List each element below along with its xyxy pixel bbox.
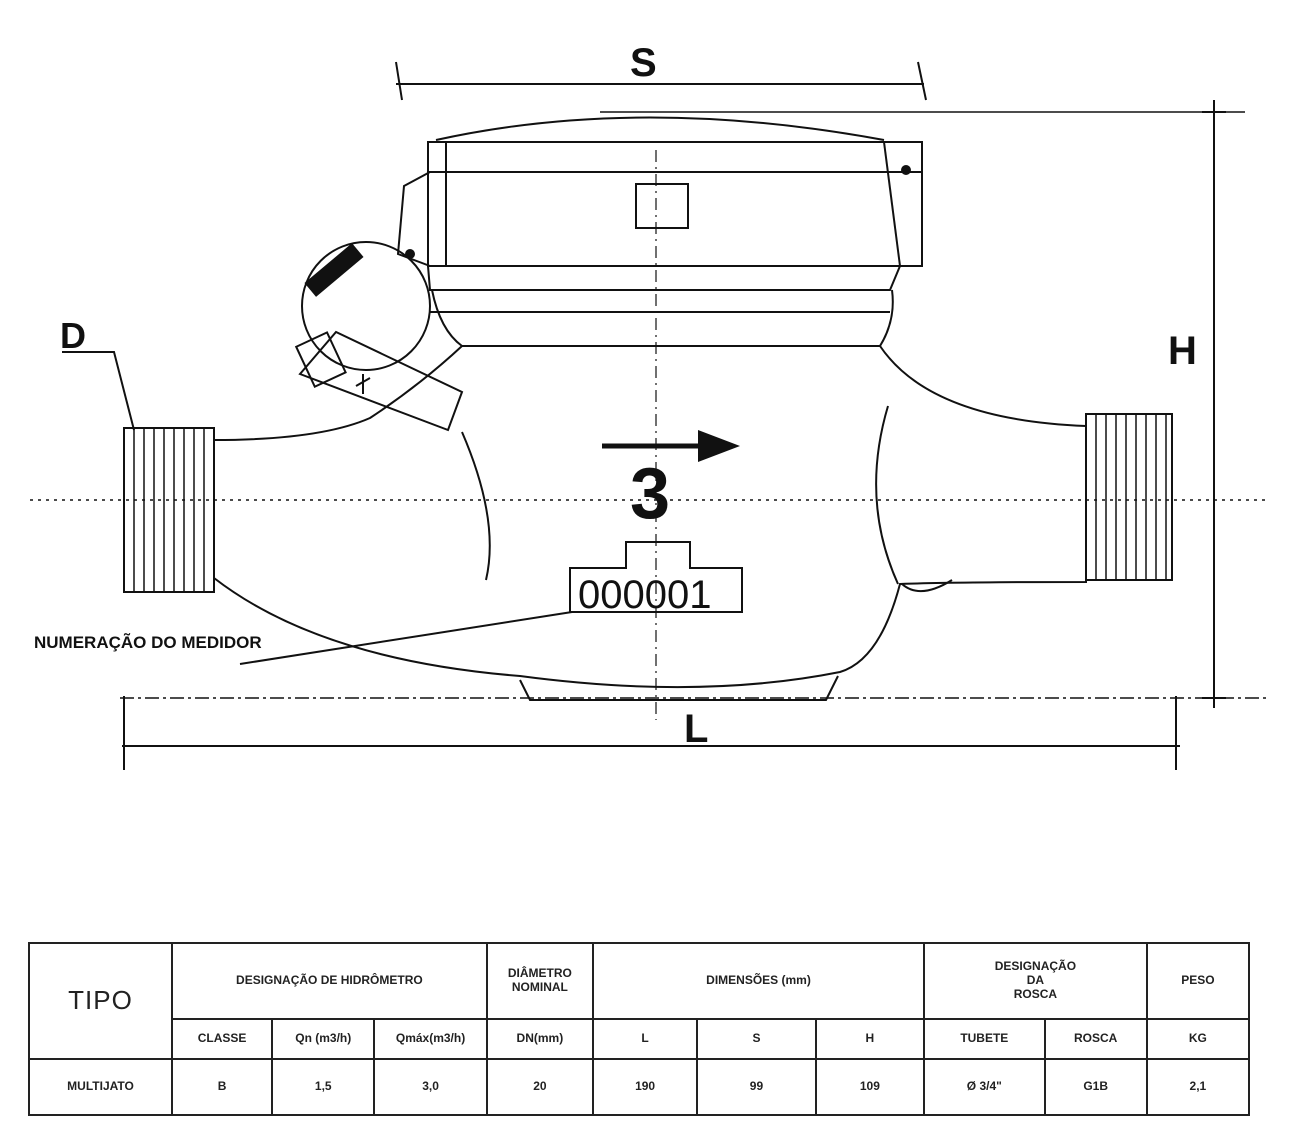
dn-header: DN(mm) [485,1018,595,1060]
designacao-hidrometro-header: DESIGNAÇÃO DE HIDRÔMETRO [171,942,488,1020]
kg-cell: 2,1 [1145,1058,1251,1116]
tipo-cell: MULTIJATO [27,1058,174,1116]
register-window [635,183,689,229]
rosca-cell: G1B [1043,1058,1148,1116]
rosca-header: ROSCA [1043,1018,1148,1060]
diametro-nominal-header: DIÂMETRO NOMINAL [485,942,595,1020]
dn-cell: 20 [485,1058,595,1116]
h-header: H [814,1018,926,1060]
register-housing [427,141,923,267]
s-cell: 99 [696,1058,817,1116]
l-header: L [591,1018,699,1060]
dimensoes-header: DIMENSÕES (mm) [591,942,926,1020]
tubete-header: TUBETE [923,1018,1046,1060]
outlet-thread [1085,413,1173,581]
s-label: S [630,41,657,85]
qn-header: Qn (m3/h) [271,1018,376,1060]
l-cell: 190 [591,1058,699,1116]
d-label: D [60,315,86,356]
kg-header: KG [1145,1018,1251,1060]
seal-disk [301,241,431,371]
tubete-cell: Ø 3/4" [923,1058,1046,1116]
specification-table: TIPO DESIGNAÇÃO DE HIDRÔMETRO DIÂMETRO N… [27,942,1251,1116]
designacao-rosca-header: DESIGNAÇÃO DA ROSCA [923,942,1148,1020]
serial-plate-text: 000001 [578,573,711,617]
tipo-header: TIPO [27,942,174,1060]
qn-cell: 1,5 [271,1058,376,1116]
flow-number: 3 [630,454,670,534]
classe-header: CLASSE [171,1018,274,1060]
inlet-thread [123,427,215,593]
l-label: L [684,707,708,751]
classe-cell: B [171,1058,274,1116]
s-header: S [696,1018,817,1060]
h-label: H [1168,329,1197,373]
peso-header: PESO [1145,942,1251,1020]
qmax-header: Qmáx(m3/h) [373,1018,488,1060]
meter-numbering-label: NUMERAÇÃO DO MEDIDOR [34,632,262,652]
h-cell: 109 [814,1058,926,1116]
qmax-cell: 3,0 [373,1058,488,1116]
meter-body [213,345,1087,689]
table-row: MULTIJATO B 1,5 3,0 20 190 99 109 Ø 3/4"… [27,1058,1251,1116]
